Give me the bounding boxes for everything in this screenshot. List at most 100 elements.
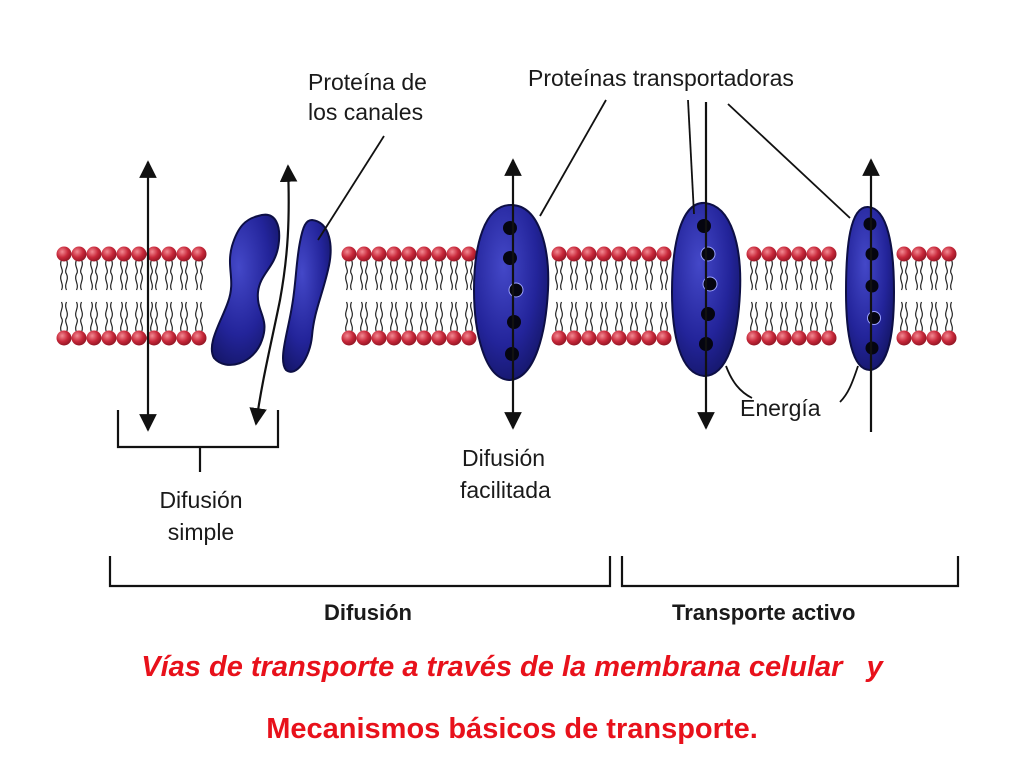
lipid-tail <box>410 259 413 291</box>
lipid-tail <box>615 259 618 291</box>
label-diffusion: Difusión <box>324 600 412 625</box>
lipid-tail <box>110 259 113 291</box>
lipid-tail <box>395 259 398 291</box>
lipid-tail <box>80 259 83 291</box>
lipid-tail <box>785 259 788 291</box>
carrier-pore <box>701 307 715 321</box>
lipid-tail <box>375 301 378 333</box>
lipid-tail <box>920 301 923 333</box>
lipid-tail <box>375 259 378 291</box>
lipid-tail <box>945 259 948 291</box>
carrier-pore <box>508 282 524 298</box>
lipid-tail <box>920 259 923 291</box>
lipid-tail <box>165 259 168 291</box>
outer-lipid-head <box>776 246 792 262</box>
lipid-tail <box>590 259 593 291</box>
lipid-tail <box>900 259 903 291</box>
label-simple-diffusion-line2: simple <box>167 519 235 545</box>
lipid-tail <box>630 259 633 291</box>
lipid-tail <box>405 301 408 333</box>
lipid-tail <box>590 301 593 333</box>
lipid-tail <box>620 259 623 291</box>
inner-lipid-head <box>131 330 147 346</box>
outer-lipid-head <box>821 246 837 262</box>
brackets <box>108 410 960 588</box>
outer-lipid-head <box>746 246 762 262</box>
label-simple-diffusion-line1: Difusión <box>159 487 243 513</box>
lipid-tail <box>65 301 68 333</box>
lipid-tail <box>155 259 158 291</box>
lipid-tail <box>350 259 353 291</box>
inner-lipid-head <box>761 330 777 346</box>
lipid-tail <box>410 301 413 333</box>
lipid-tail <box>165 301 168 333</box>
lipid-tail <box>635 259 638 291</box>
inner-lipid-head <box>461 330 477 346</box>
transport-arrows <box>139 102 880 432</box>
lipid-tail <box>750 259 753 291</box>
lipid-tail <box>90 301 93 333</box>
lipid-tail <box>170 301 173 333</box>
lipid-tail <box>800 301 803 333</box>
lipid-tail <box>765 301 768 333</box>
outer-lipid-head <box>656 246 672 262</box>
outer-lipid-head <box>71 246 87 262</box>
lipid-tail <box>585 301 588 333</box>
outer-lipid-head <box>101 246 117 262</box>
outer-lipid-head <box>926 246 942 262</box>
inner-lipid-head <box>626 330 642 346</box>
lipid-tail <box>450 259 453 291</box>
lipid-tail <box>770 259 773 291</box>
lipid-tail <box>125 301 128 333</box>
lipid-tail <box>645 301 648 333</box>
lipid-tail <box>150 301 153 333</box>
active-transport-bracket <box>620 556 960 588</box>
lipid-tail <box>755 259 758 291</box>
lipid-tail <box>455 259 458 291</box>
caption-line2: Mecanismos básicos de transporte. <box>266 713 758 745</box>
outer-lipid-head <box>161 246 177 262</box>
outer-lipid-head <box>626 246 642 262</box>
outer-lipid-head <box>191 246 207 262</box>
lipid-tail <box>425 259 428 291</box>
outer-lipid-head <box>896 246 912 262</box>
outer-lipid-head <box>86 246 102 262</box>
lipid-tail <box>825 259 828 291</box>
lipid-tail <box>80 301 83 333</box>
lipid-tail <box>780 301 783 333</box>
lipid-tail <box>665 259 668 291</box>
carrier-pore <box>700 246 716 262</box>
lipid-tail <box>435 259 438 291</box>
energy-leader-1 <box>725 365 753 399</box>
inner-lipid-head <box>641 330 657 346</box>
lipid-tail <box>605 301 608 333</box>
outer-lipid-head <box>566 246 582 262</box>
label-active-transport: Transporte activo <box>672 600 856 625</box>
lipid-tail <box>420 259 423 291</box>
lipid-tail <box>605 259 608 291</box>
lipid-tail <box>360 259 363 291</box>
lipid-tail <box>90 259 93 291</box>
label-channel-protein-line1: Proteína de <box>308 69 427 95</box>
lipid-tail <box>75 301 78 333</box>
lipid-tail <box>930 259 933 291</box>
inner-lipid-head <box>86 330 102 346</box>
lipid-tail <box>825 301 828 333</box>
inner-lipid-head <box>416 330 432 346</box>
label-energy: Energía <box>740 395 821 421</box>
simple-diffusion-bracket <box>116 410 280 449</box>
lipid-tail <box>950 259 953 291</box>
outer-lipid-head <box>131 246 147 262</box>
inner-lipid-head <box>821 330 837 346</box>
lipid-tail <box>95 259 98 291</box>
lipid-tail <box>395 301 398 333</box>
inner-lipid-head <box>911 330 927 346</box>
channel-leader <box>317 135 385 241</box>
inner-lipid-head <box>776 330 792 346</box>
outer-lipid-head <box>431 246 447 262</box>
lipid-tail <box>140 301 143 333</box>
inner-lipid-head <box>356 330 372 346</box>
inner-lipid-head <box>371 330 387 346</box>
lipid-tail <box>915 259 918 291</box>
lipid-tail <box>570 259 573 291</box>
